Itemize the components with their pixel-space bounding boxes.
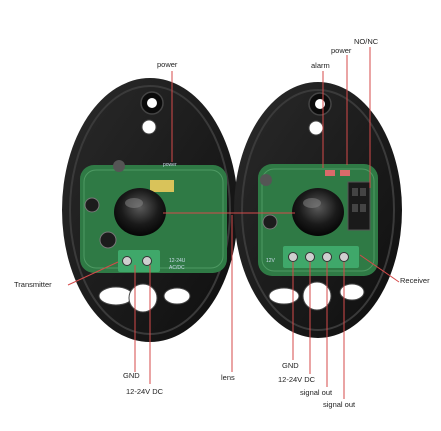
- label-receiver: Receiver: [400, 276, 430, 285]
- label-dc-left: 12-24V DC: [126, 387, 164, 396]
- leader-transmitter: [67, 261, 119, 286]
- pcb-voltage-silk: 12-24U: [169, 258, 186, 264]
- receiver-terminal: [283, 246, 359, 268]
- transmitter-hole-upper: [141, 119, 157, 135]
- label-power-left: power: [157, 60, 178, 69]
- label-signal-out-2: signal out: [323, 400, 356, 409]
- transmitter-lens: [114, 188, 166, 236]
- leader-receiver: [359, 254, 400, 283]
- receiver-jumper-block: [347, 181, 371, 231]
- receiver-lens: [292, 188, 344, 236]
- transmitter-slot-left: [98, 286, 134, 306]
- pcb-rx-voltage-silk: 12V: [266, 258, 276, 264]
- leader-lines: [67, 47, 400, 399]
- receiver-unit: 12V: [234, 82, 402, 338]
- transmitter-cable-hole: [128, 283, 158, 313]
- label-dc-right: 12-24V DC: [278, 375, 316, 384]
- pcb-power-silk: power: [163, 162, 177, 168]
- label-power-right: power: [331, 46, 352, 55]
- pcb-acdc-silk: AC/DC: [169, 265, 185, 271]
- transmitter-slot-right: [163, 287, 191, 305]
- label-gnd-right: GND: [282, 361, 299, 370]
- transmitter-capacitor-yellow: [150, 180, 174, 192]
- label-gnd-left: GND: [123, 371, 140, 380]
- label-signal-out-1: signal out: [300, 388, 333, 397]
- label-transmitter: Transmitter: [14, 280, 52, 289]
- label-lens: lens: [221, 373, 235, 382]
- label-no-nc: NO/NC: [354, 37, 379, 46]
- label-alarm: alarm: [311, 61, 330, 70]
